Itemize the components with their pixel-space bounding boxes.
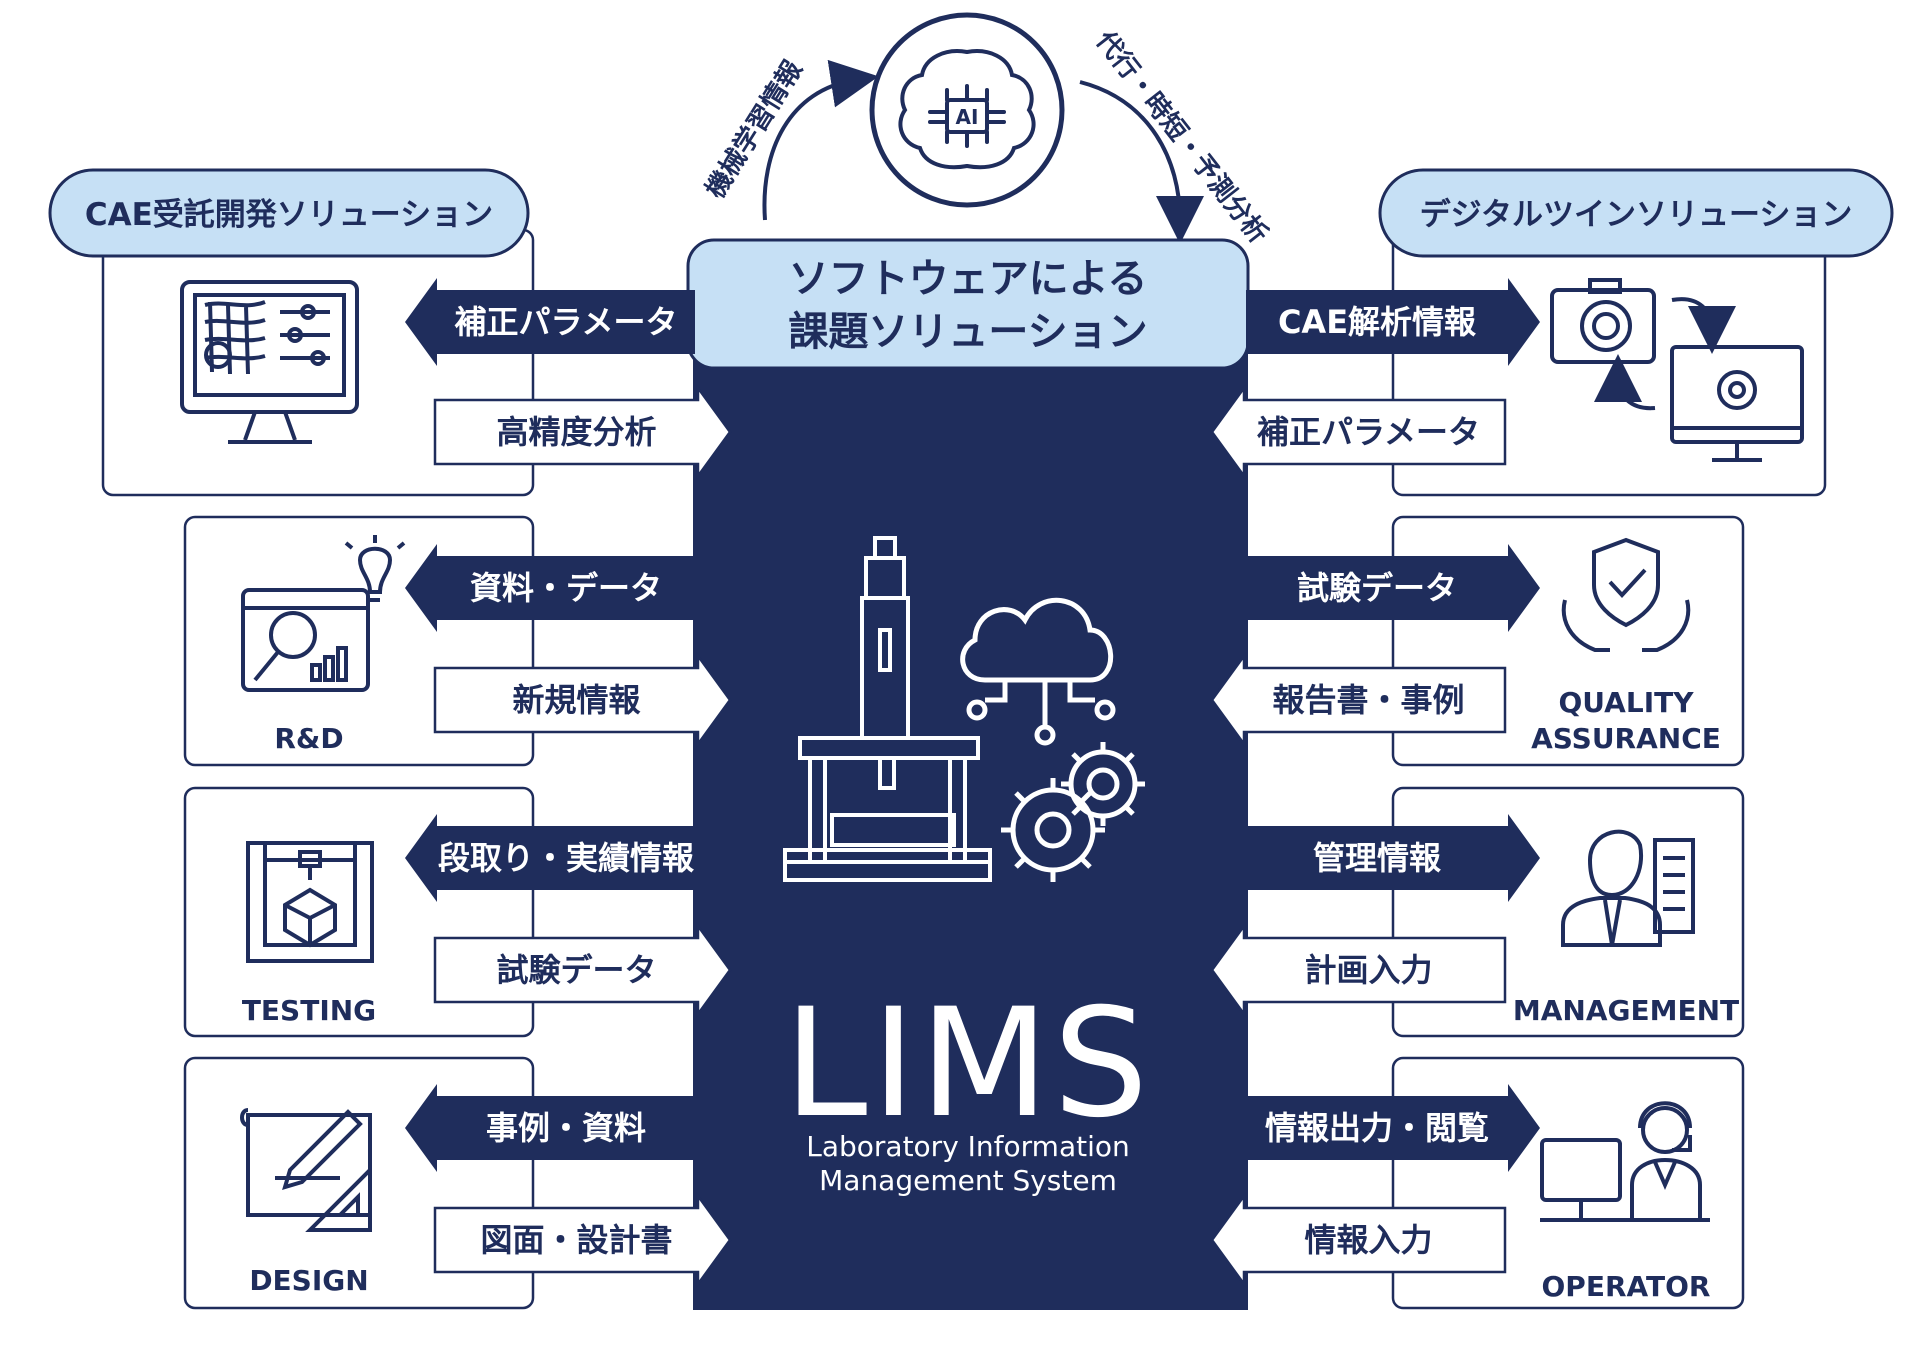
ml-arc-arrow bbox=[762, 59, 879, 221]
rnd-label: R&D bbox=[274, 722, 343, 755]
lims-subtitle-line2: Management System bbox=[819, 1164, 1117, 1197]
lims-panel bbox=[693, 290, 1248, 1310]
design-in-label: 図面・設計書 bbox=[480, 1221, 672, 1259]
design-label: DESIGN bbox=[249, 1264, 368, 1297]
twin-out-label: CAE解析情報 bbox=[1278, 303, 1476, 341]
design-in-arrow bbox=[433, 1192, 732, 1288]
rnd-out-arrow bbox=[405, 544, 695, 632]
rnd-out-label: 資料・データ bbox=[470, 569, 662, 607]
management-label: MANAGEMENT bbox=[1513, 994, 1739, 1027]
ml-arc-label: 機械学習情報 bbox=[700, 54, 809, 204]
cae-out-label: 補正パラメータ bbox=[454, 303, 677, 341]
twin-out-arrow bbox=[1246, 278, 1540, 366]
manager-icon bbox=[1561, 829, 1695, 947]
brain-chip-icon bbox=[898, 49, 1036, 170]
3d-printer-icon bbox=[246, 841, 374, 963]
shield-check-icon bbox=[1561, 537, 1691, 652]
management-in-label: 計画入力 bbox=[1304, 951, 1432, 989]
qa-out-label: 試験データ bbox=[1297, 569, 1457, 607]
testing-out-label: 段取り・実績情報 bbox=[438, 839, 694, 877]
lab-machine-icon bbox=[783, 536, 992, 882]
management-out-label: 管理情報 bbox=[1313, 839, 1441, 877]
center-solution-line2: 課題ソリューション bbox=[788, 309, 1147, 355]
ai-label: AI bbox=[956, 105, 979, 129]
lims-subtitle-line1: Laboratory Information bbox=[806, 1130, 1130, 1163]
management-out-arrow bbox=[1246, 814, 1540, 902]
design-out-label: 事例・資料 bbox=[486, 1109, 646, 1147]
lims-title: LIMS bbox=[784, 977, 1152, 1151]
qa-out-arrow bbox=[1246, 544, 1540, 632]
camera-monitor-icon bbox=[1550, 278, 1804, 462]
design-out-arrow bbox=[405, 1084, 695, 1172]
operator-in-arrow bbox=[1210, 1192, 1507, 1288]
monitor-mesh-icon bbox=[180, 280, 359, 444]
twin-solution-pill bbox=[1378, 168, 1894, 258]
management-in-arrow bbox=[1210, 922, 1507, 1018]
testing-out-arrow bbox=[405, 814, 695, 902]
prediction-arc-arrow bbox=[1079, 80, 1204, 244]
cae-in-arrow bbox=[433, 384, 732, 480]
rnd-in-label: 新規情報 bbox=[512, 681, 640, 719]
research-icon bbox=[241, 535, 406, 692]
center-solution-line1: ソフトウェアによる bbox=[789, 256, 1148, 302]
operator-out-arrow bbox=[1246, 1084, 1540, 1172]
cae-solution-label: CAE受託開発ソリューション bbox=[85, 197, 493, 233]
blueprint-icon bbox=[240, 1108, 372, 1232]
operator-icon bbox=[1540, 1101, 1710, 1222]
qa-label-line2: ASSURANCE bbox=[1531, 722, 1721, 755]
testing-label: TESTING bbox=[242, 994, 376, 1027]
operator-label: OPERATOR bbox=[1542, 1270, 1711, 1303]
twin-in-arrow bbox=[1210, 384, 1507, 480]
rnd-in-arrow bbox=[433, 652, 732, 748]
qa-in-arrow bbox=[1210, 652, 1507, 748]
gears-icon bbox=[1001, 742, 1145, 882]
center-solution-pill: ソフトウェアによる 課題ソリューション bbox=[686, 238, 1250, 370]
qa-label-line1: QUALITY bbox=[1559, 686, 1695, 719]
twin-solution-label: デジタルツインソリューション bbox=[1420, 197, 1853, 233]
operator-out-label: 情報出力・閲覧 bbox=[1265, 1109, 1489, 1147]
twin-in-label: 補正パラメータ bbox=[1257, 413, 1480, 451]
operator-in-label: 情報入力 bbox=[1304, 1221, 1432, 1259]
cae-in-label: 高精度分析 bbox=[496, 413, 656, 451]
testing-in-label: 試験データ bbox=[496, 951, 656, 989]
cae-out-arrow bbox=[405, 278, 695, 366]
testing-in-arrow bbox=[433, 922, 732, 1018]
cae-solution-pill bbox=[48, 168, 530, 258]
cloud-network-icon bbox=[960, 597, 1116, 746]
ai-brain-node: AI bbox=[869, 12, 1065, 208]
qa-in-label: 報告書・事例 bbox=[1272, 681, 1464, 719]
